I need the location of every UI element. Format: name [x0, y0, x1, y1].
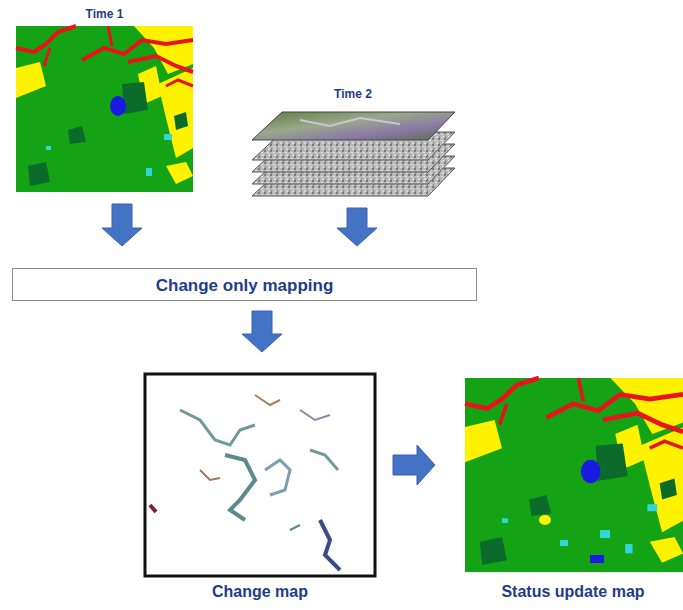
change-map-figure — [145, 374, 375, 576]
block-arrow — [393, 445, 435, 485]
map-panel: Time 1 — [16, 6, 193, 194]
status-update-map — [465, 378, 683, 572]
time1-map — [16, 26, 193, 192]
map-panel: Status update map — [463, 376, 683, 602]
node-label: Time 1 — [16, 6, 193, 22]
node-label: Change map — [143, 582, 377, 602]
map-panel: Change map — [143, 372, 377, 602]
process-box: Change only mapping — [12, 268, 477, 301]
node-label: Change only mapping — [13, 274, 476, 295]
arrow-shape — [242, 311, 282, 352]
image-stack-panel: Time 2 — [248, 86, 458, 198]
node-label: Status update map — [463, 582, 683, 602]
node-label: Time 2 — [248, 86, 458, 102]
block-arrow — [242, 311, 282, 352]
image-stack — [252, 112, 455, 196]
arrow-shape — [337, 208, 377, 246]
block-arrow — [337, 208, 377, 246]
arrow-shape — [102, 204, 142, 246]
block-arrow — [102, 204, 142, 246]
arrow-shape — [393, 445, 435, 485]
